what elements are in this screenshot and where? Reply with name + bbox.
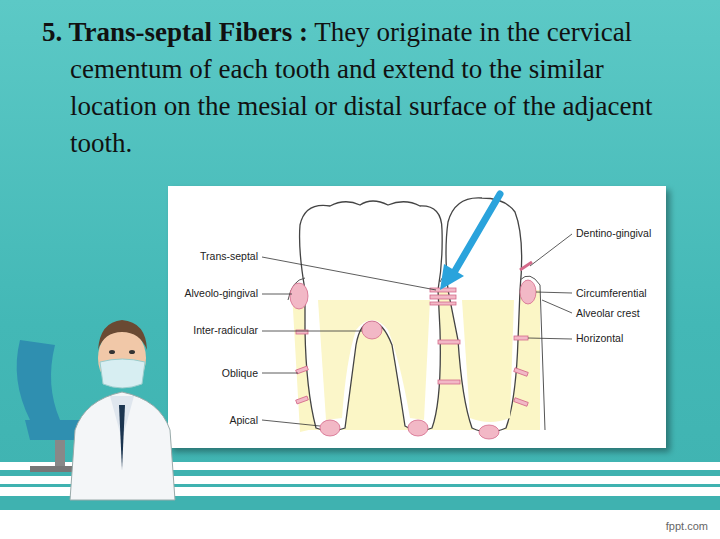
watermark: fppt.com (666, 520, 708, 532)
part-label: Oblique (222, 367, 258, 379)
slide-title: 5. Trans-septal Fibers : (42, 17, 308, 47)
part-label: Alveolo-gingival (184, 287, 258, 299)
part-label: Apical (229, 414, 258, 426)
part-label: Inter-radicular (193, 324, 258, 336)
part-label: Dentino-gingival (576, 227, 651, 239)
part-label: Horizontal (576, 332, 623, 344)
part-label: Trans-septal (200, 250, 258, 262)
slide-heading: 5. Trans-septal Fibers : They originate … (42, 14, 692, 162)
part-label: Circumferential (576, 287, 647, 299)
part-label: Alveolar crest (576, 307, 640, 319)
